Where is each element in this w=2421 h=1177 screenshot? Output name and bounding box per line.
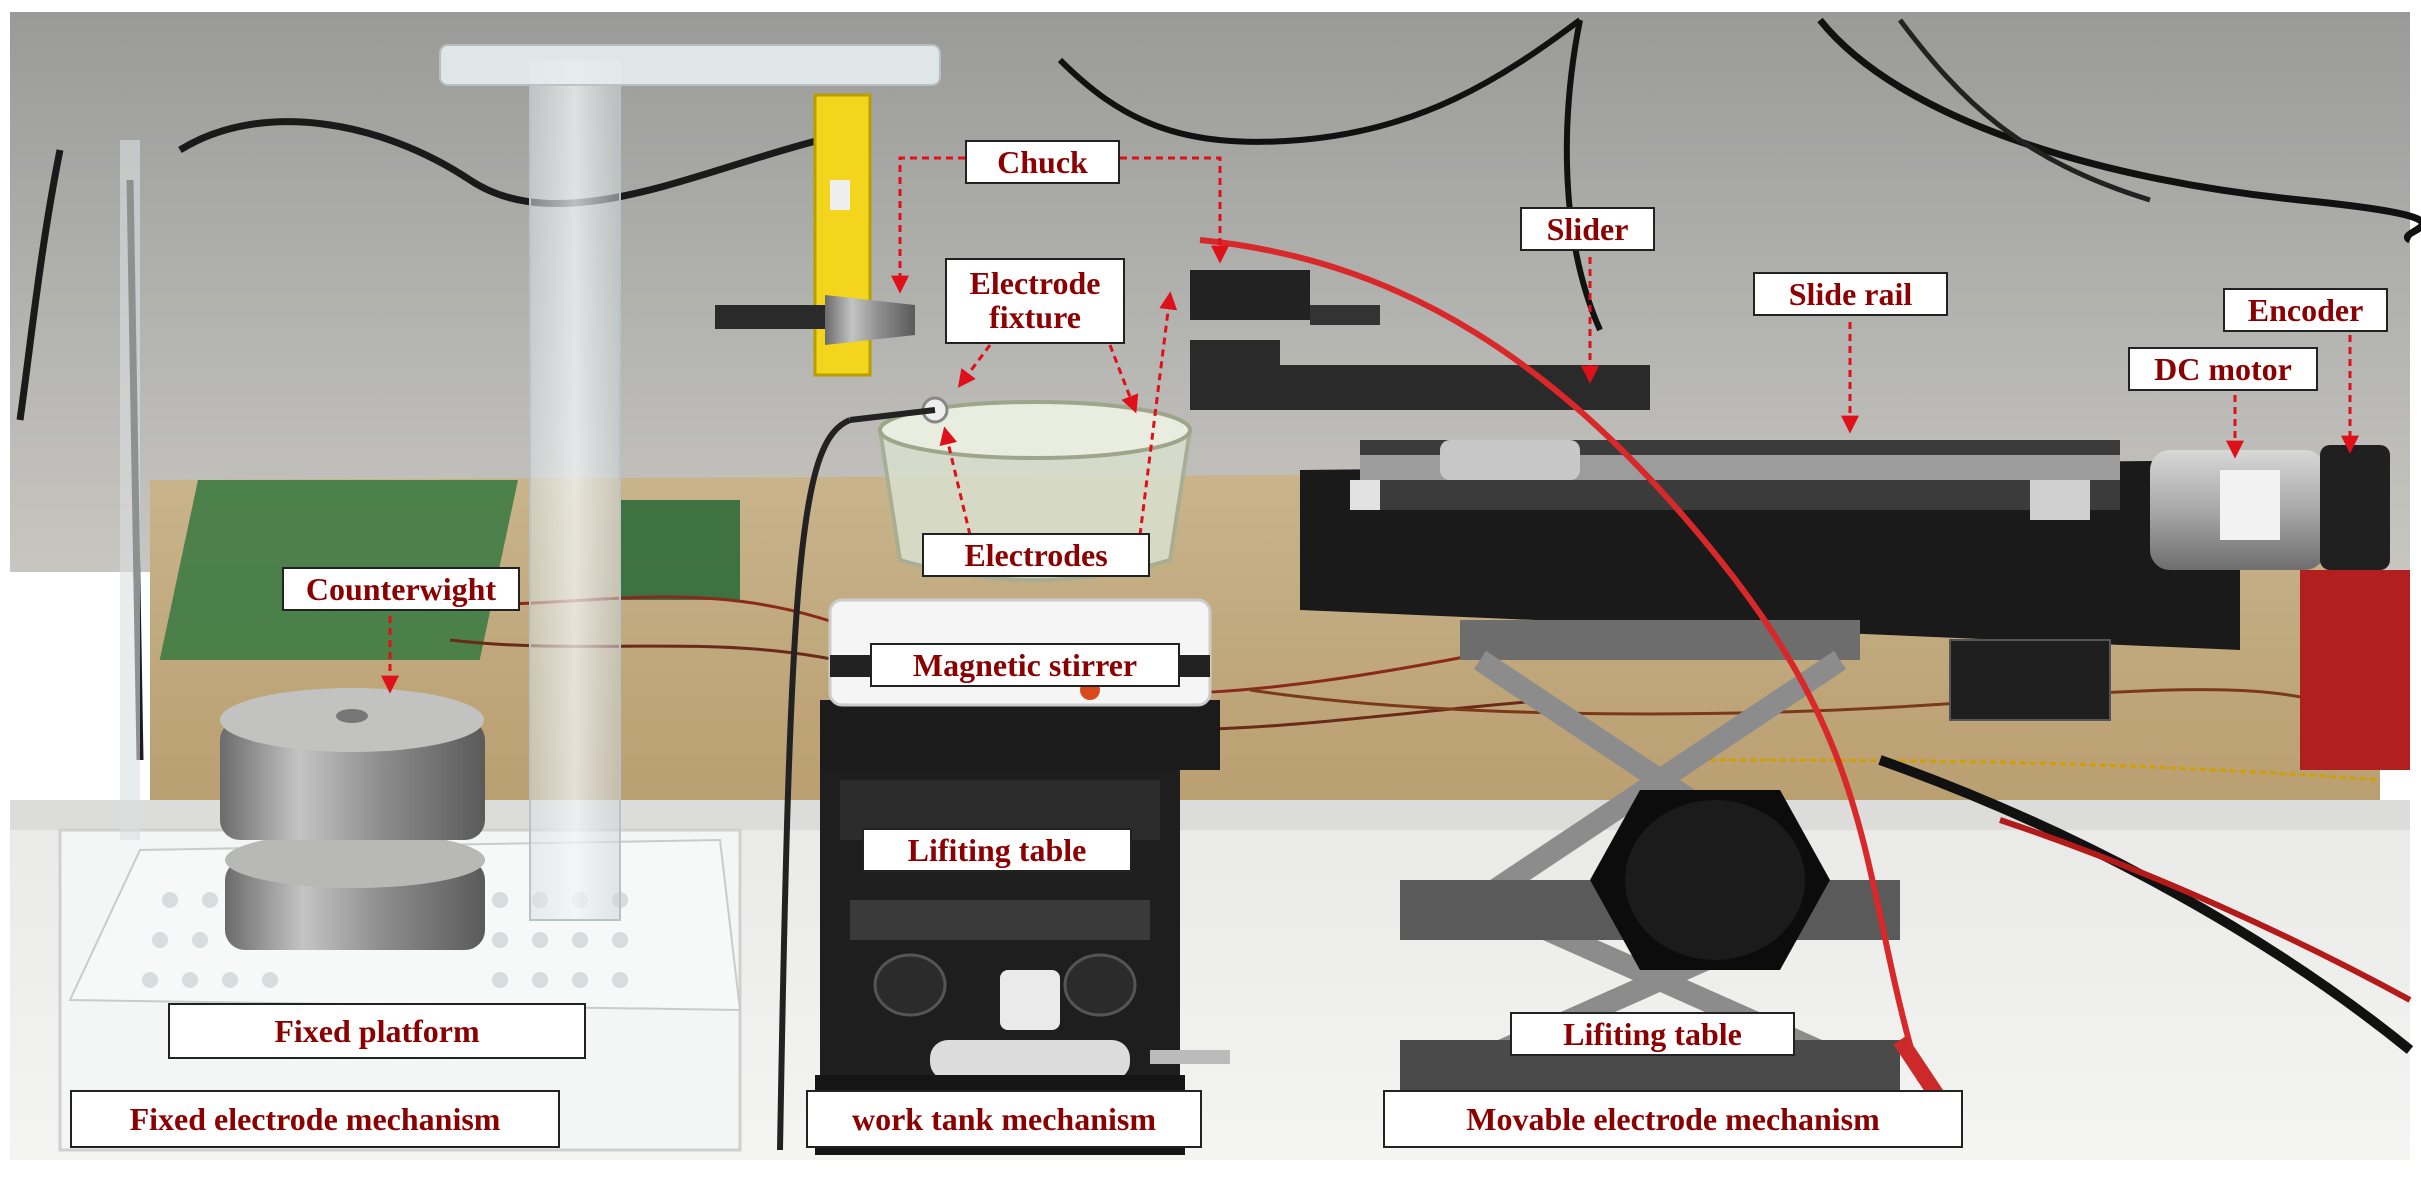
label-encoder: Encoder bbox=[2223, 288, 2388, 332]
label-electrodes: Electrodes bbox=[922, 533, 1150, 577]
label-work-tank-mechanism: work tank mechanism bbox=[806, 1090, 1202, 1148]
label-counterweight: Counterwight bbox=[282, 567, 520, 611]
label-slide-rail: Slide rail bbox=[1753, 272, 1948, 316]
label-chuck: Chuck bbox=[965, 140, 1120, 184]
label-dc-motor: DC motor bbox=[2128, 347, 2318, 391]
label-slider: Slider bbox=[1520, 207, 1655, 251]
label-fixed-platform: Fixed platform bbox=[168, 1003, 586, 1059]
label-movable-electrode-mechanism: Movable electrode mechanism bbox=[1383, 1090, 1963, 1148]
label-electrode-fixture: Electrode fixture bbox=[945, 258, 1125, 344]
label-lifting-table-center: Lifiting table bbox=[862, 828, 1132, 872]
label-fixed-electrode-mechanism: Fixed electrode mechanism bbox=[70, 1090, 560, 1148]
label-magnetic-stirrer: Magnetic stirrer bbox=[870, 643, 1180, 687]
label-lifting-table-right: Lifiting table bbox=[1510, 1012, 1795, 1056]
